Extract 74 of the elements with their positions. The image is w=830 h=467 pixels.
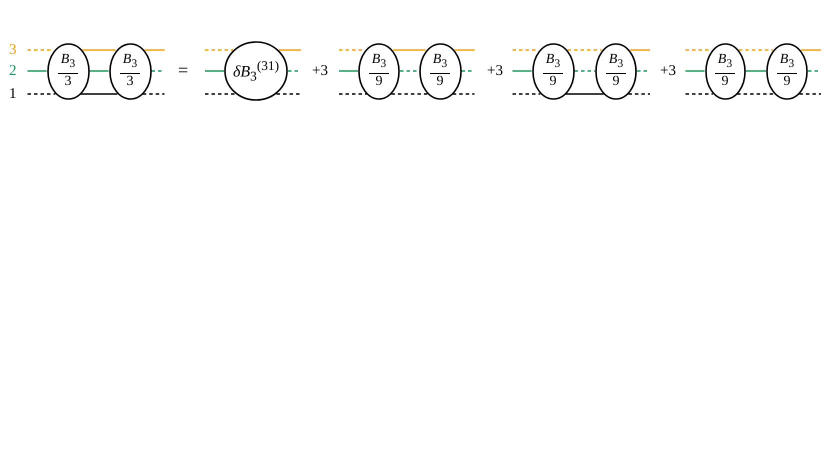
line-number: 3 [9, 42, 16, 58]
propagator-line [462, 70, 474, 72]
fraction-denominator: 9 [436, 74, 444, 90]
propagator-line [452, 93, 474, 95]
propagator-line [142, 93, 164, 95]
propagator-line [28, 70, 46, 72]
propagator-line [391, 93, 428, 95]
propagator-line [746, 70, 766, 72]
fraction-denominator: 9 [376, 74, 382, 90]
vertex-ellipse [358, 42, 400, 100]
vertex-ellipse [704, 42, 746, 100]
propagator-line [90, 70, 108, 72]
propagator-line [205, 70, 224, 72]
coefficient: +3 [312, 63, 328, 79]
fraction-denominator: 9 [550, 74, 556, 90]
fraction-denominator: 9 [612, 74, 620, 90]
coefficient: +3 [487, 63, 503, 79]
propagator-line [801, 49, 821, 51]
fraction-numerator: B$_{3}$ [542, 52, 564, 74]
propagator-line [205, 49, 234, 51]
propagator-line [686, 93, 713, 95]
fraction-numerator: B$_{3}$ [430, 52, 450, 74]
propagator-line [512, 49, 538, 51]
propagator-line [686, 70, 704, 72]
propagator-line [512, 93, 540, 95]
fraction-numerator: B$_{3}$ [58, 52, 78, 74]
propagator-line [808, 70, 821, 72]
line-number: 1 [9, 86, 16, 102]
propagator-line [80, 93, 118, 95]
propagator-line [339, 93, 367, 95]
propagator-line [82, 49, 116, 51]
line-number: 2 [9, 63, 16, 79]
propagator-line [144, 49, 164, 51]
vertex-ellipse [108, 42, 152, 100]
vertex-ellipse [418, 42, 462, 100]
fraction-denominator: 9 [722, 74, 728, 90]
propagator-line [637, 70, 650, 72]
propagator-line [393, 49, 426, 51]
vertex-ellipse [224, 41, 288, 101]
fraction-denominator: 3 [126, 74, 134, 90]
propagator-line [454, 49, 474, 51]
propagator-line [28, 49, 54, 51]
fraction-numerator: B$_{3}$ [606, 52, 626, 74]
fraction-denominator: 3 [64, 74, 72, 90]
propagator-line [205, 93, 236, 95]
fraction-numerator: B$_{3}$ [714, 52, 736, 74]
propagator-line [628, 93, 650, 95]
propagator-line [738, 49, 773, 51]
vertex-ellipse [46, 42, 90, 100]
fraction-numerator: B$_{3}$ [776, 52, 798, 74]
vertex-ellipse [766, 42, 808, 100]
equals-sign: = [178, 62, 188, 78]
fraction-numerator: B$_{3}$ [120, 52, 140, 74]
propagator-line [799, 93, 821, 95]
propagator-line [737, 93, 775, 95]
propagator-line [566, 93, 604, 95]
propagator-line [400, 70, 418, 72]
propagator-line [288, 70, 301, 72]
propagator-line [339, 49, 365, 51]
fraction-denominator: 9 [784, 74, 790, 90]
propagator-line [276, 93, 301, 95]
propagator-line [512, 70, 532, 72]
fraction-numerator: B$_{3}$ [368, 52, 390, 74]
propagator-line [339, 70, 358, 72]
vertex-ellipse [595, 42, 637, 100]
propagator-line [686, 49, 712, 51]
propagator-line [574, 70, 595, 72]
coefficient: +3 [660, 63, 676, 79]
propagator-line [278, 49, 301, 51]
propagator-line [568, 49, 602, 51]
vertex-ellipse [532, 42, 574, 100]
propagator-line [152, 70, 164, 72]
propagator-line [28, 93, 56, 95]
propagator-line [630, 49, 650, 51]
